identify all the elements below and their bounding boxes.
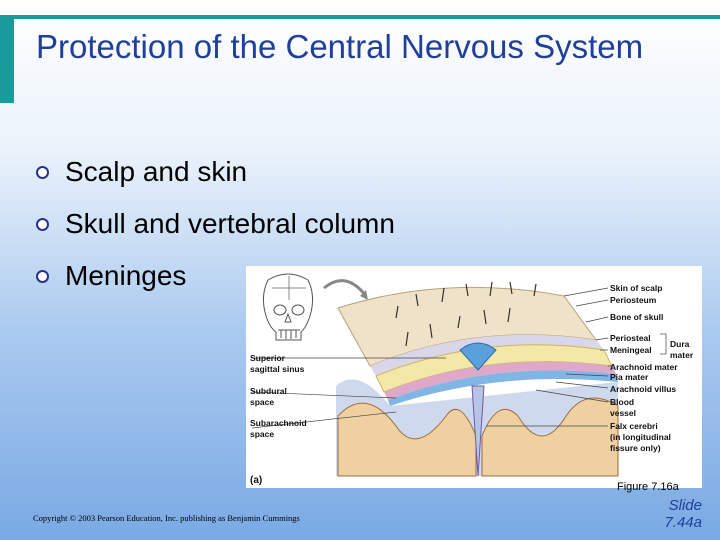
label-falx-cerebri-3: fissure only) — [610, 443, 661, 453]
label-subdural-space: Subdural — [250, 386, 287, 396]
label-arachnoid-villus: Arachnoid villus — [610, 384, 677, 394]
label-superior-sagittal-sinus-2: sagittal sinus — [250, 364, 305, 374]
dura-layer — [384, 361, 616, 400]
label-periosteum: Periosteum — [610, 295, 657, 305]
meninges-figure: Skin of scalp Periosteum Bone of skull P… — [246, 266, 702, 488]
falx-cerebri — [471, 385, 485, 477]
label-dura: Dura — [670, 339, 690, 349]
bullet-item: Meninges — [36, 250, 395, 302]
label-blood: Blood — [610, 397, 635, 407]
label-falx-cerebri: Falx cerebri — [610, 421, 658, 431]
label-falx-cerebri-2: (in longitudinal — [610, 432, 671, 442]
top-accent-bar — [14, 15, 720, 19]
label-pia-mater: Pia mater — [610, 372, 649, 382]
figure-panel-label: (a) — [250, 475, 263, 486]
label-arachnoid-mater: Arachnoid mater — [610, 362, 678, 372]
bullet-text: Scalp and skin — [65, 156, 248, 187]
bullet-marker-icon — [36, 269, 49, 283]
label-superior-sagittal-sinus: Superior — [250, 353, 285, 363]
label-subarachnoid-space: Subarachnoid — [250, 418, 307, 428]
bullet-item: Scalp and skin — [36, 146, 395, 198]
label-meningeal: Meningeal — [610, 345, 652, 355]
left-accent-bar — [0, 15, 14, 103]
slide-number-label: Slide — [668, 497, 702, 514]
label-mater: mater — [670, 350, 694, 360]
label-bone-of-skull: Bone of skull — [610, 312, 664, 322]
slide-number: Slide 7.44a — [640, 497, 702, 531]
bullet-text: Skull and vertebral column — [65, 208, 395, 239]
copyright-notice: Copyright © 2003 Pearson Education, Inc.… — [33, 513, 300, 523]
bullet-list: Scalp and skin Skull and vertebral colum… — [36, 146, 395, 302]
bullet-text: Meninges — [65, 260, 187, 291]
periosteum-layer — [370, 334, 604, 376]
figure-caption: Figure 7.16a — [617, 481, 679, 493]
label-skin-of-scalp: Skin of scalp — [610, 283, 663, 293]
slide-title: Protection of the Central Nervous System — [36, 28, 644, 65]
label-subdural-space-2: space — [250, 397, 275, 407]
bullet-item: Skull and vertebral column — [36, 198, 395, 250]
slide-number-value: 7.44a — [664, 514, 702, 531]
bullet-marker-icon — [36, 217, 49, 231]
label-periosteal: Periosteal — [610, 333, 651, 343]
bullet-marker-icon — [36, 165, 49, 179]
arrow-icon — [323, 279, 368, 297]
label-vessel: vessel — [610, 408, 636, 418]
skull-icon — [262, 273, 314, 341]
label-subarachnoid-space-2: space — [250, 429, 275, 439]
meninges-illustration — [251, 273, 667, 477]
arachnoid-layer — [388, 370, 618, 406]
